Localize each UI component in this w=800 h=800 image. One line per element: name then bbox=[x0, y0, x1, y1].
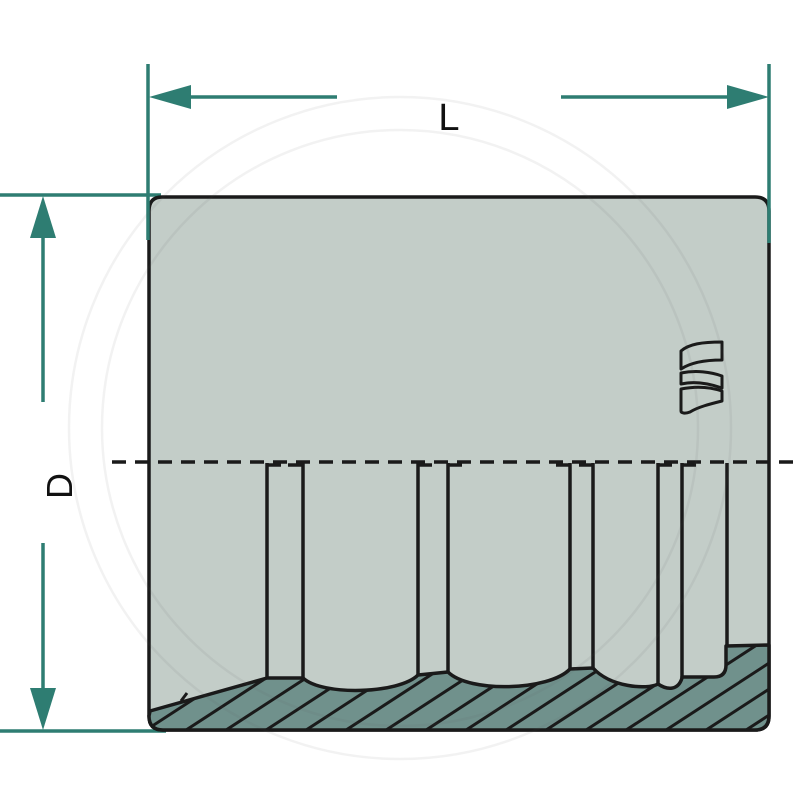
diameter-extension-lines bbox=[0, 193, 166, 733]
diameter-dimension bbox=[30, 196, 56, 730]
arrowhead-down-icon bbox=[30, 688, 56, 730]
flare-notch bbox=[179, 692, 189, 702]
arrowhead-right-icon bbox=[727, 85, 769, 109]
manufacturer-logo-icon bbox=[679, 340, 724, 415]
arrowhead-left-icon bbox=[149, 85, 191, 109]
diameter-label: D bbox=[39, 473, 80, 499]
arrowhead-up-icon bbox=[30, 196, 56, 238]
bore-edge-lines bbox=[265, 463, 729, 685]
length-dimension bbox=[146, 64, 771, 243]
watermark-circle bbox=[67, 95, 733, 761]
length-label: L bbox=[438, 97, 459, 139]
